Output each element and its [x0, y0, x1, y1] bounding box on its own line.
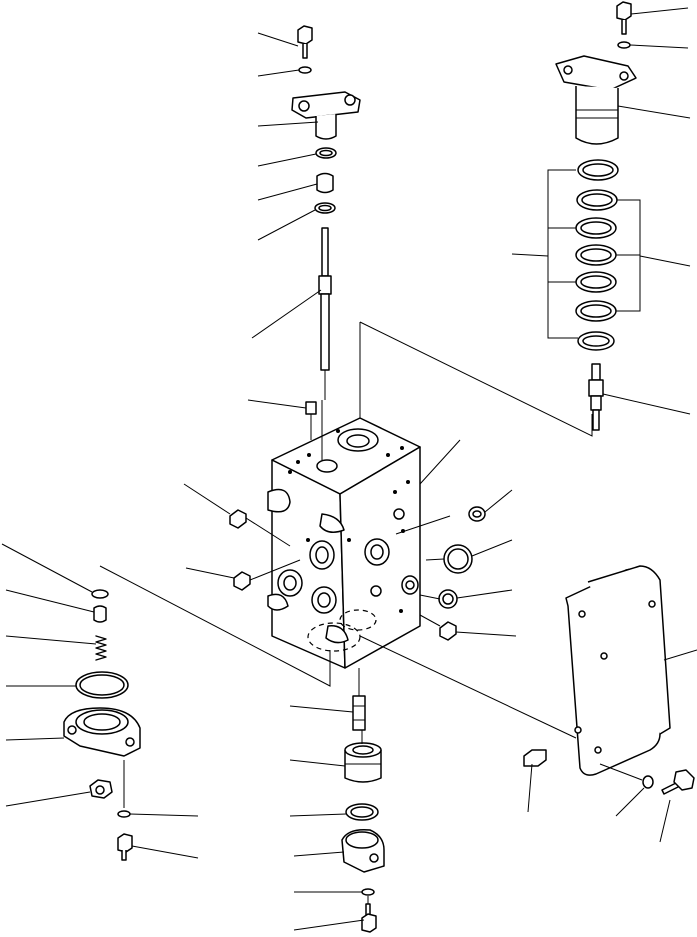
assembly-lines	[99, 321, 643, 904]
valve-body	[267, 417, 421, 669]
top-centre-stack	[291, 25, 361, 460]
bottom-centre-stack	[341, 695, 385, 933]
side-fittings	[229, 506, 486, 641]
top-right-stack	[547, 1, 641, 431]
leader-lines	[1, 7, 697, 931]
side-cover-plate	[523, 565, 695, 795]
left-stack	[63, 589, 141, 861]
